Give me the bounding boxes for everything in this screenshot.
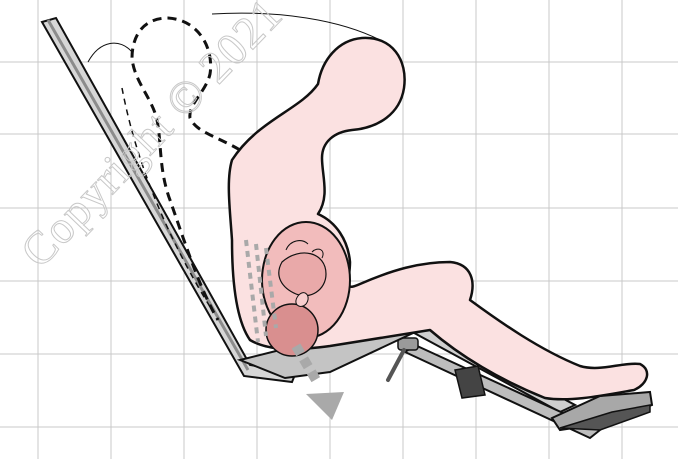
crash-posture-diagram: Copyright © 2021 W bbox=[0, 0, 678, 459]
